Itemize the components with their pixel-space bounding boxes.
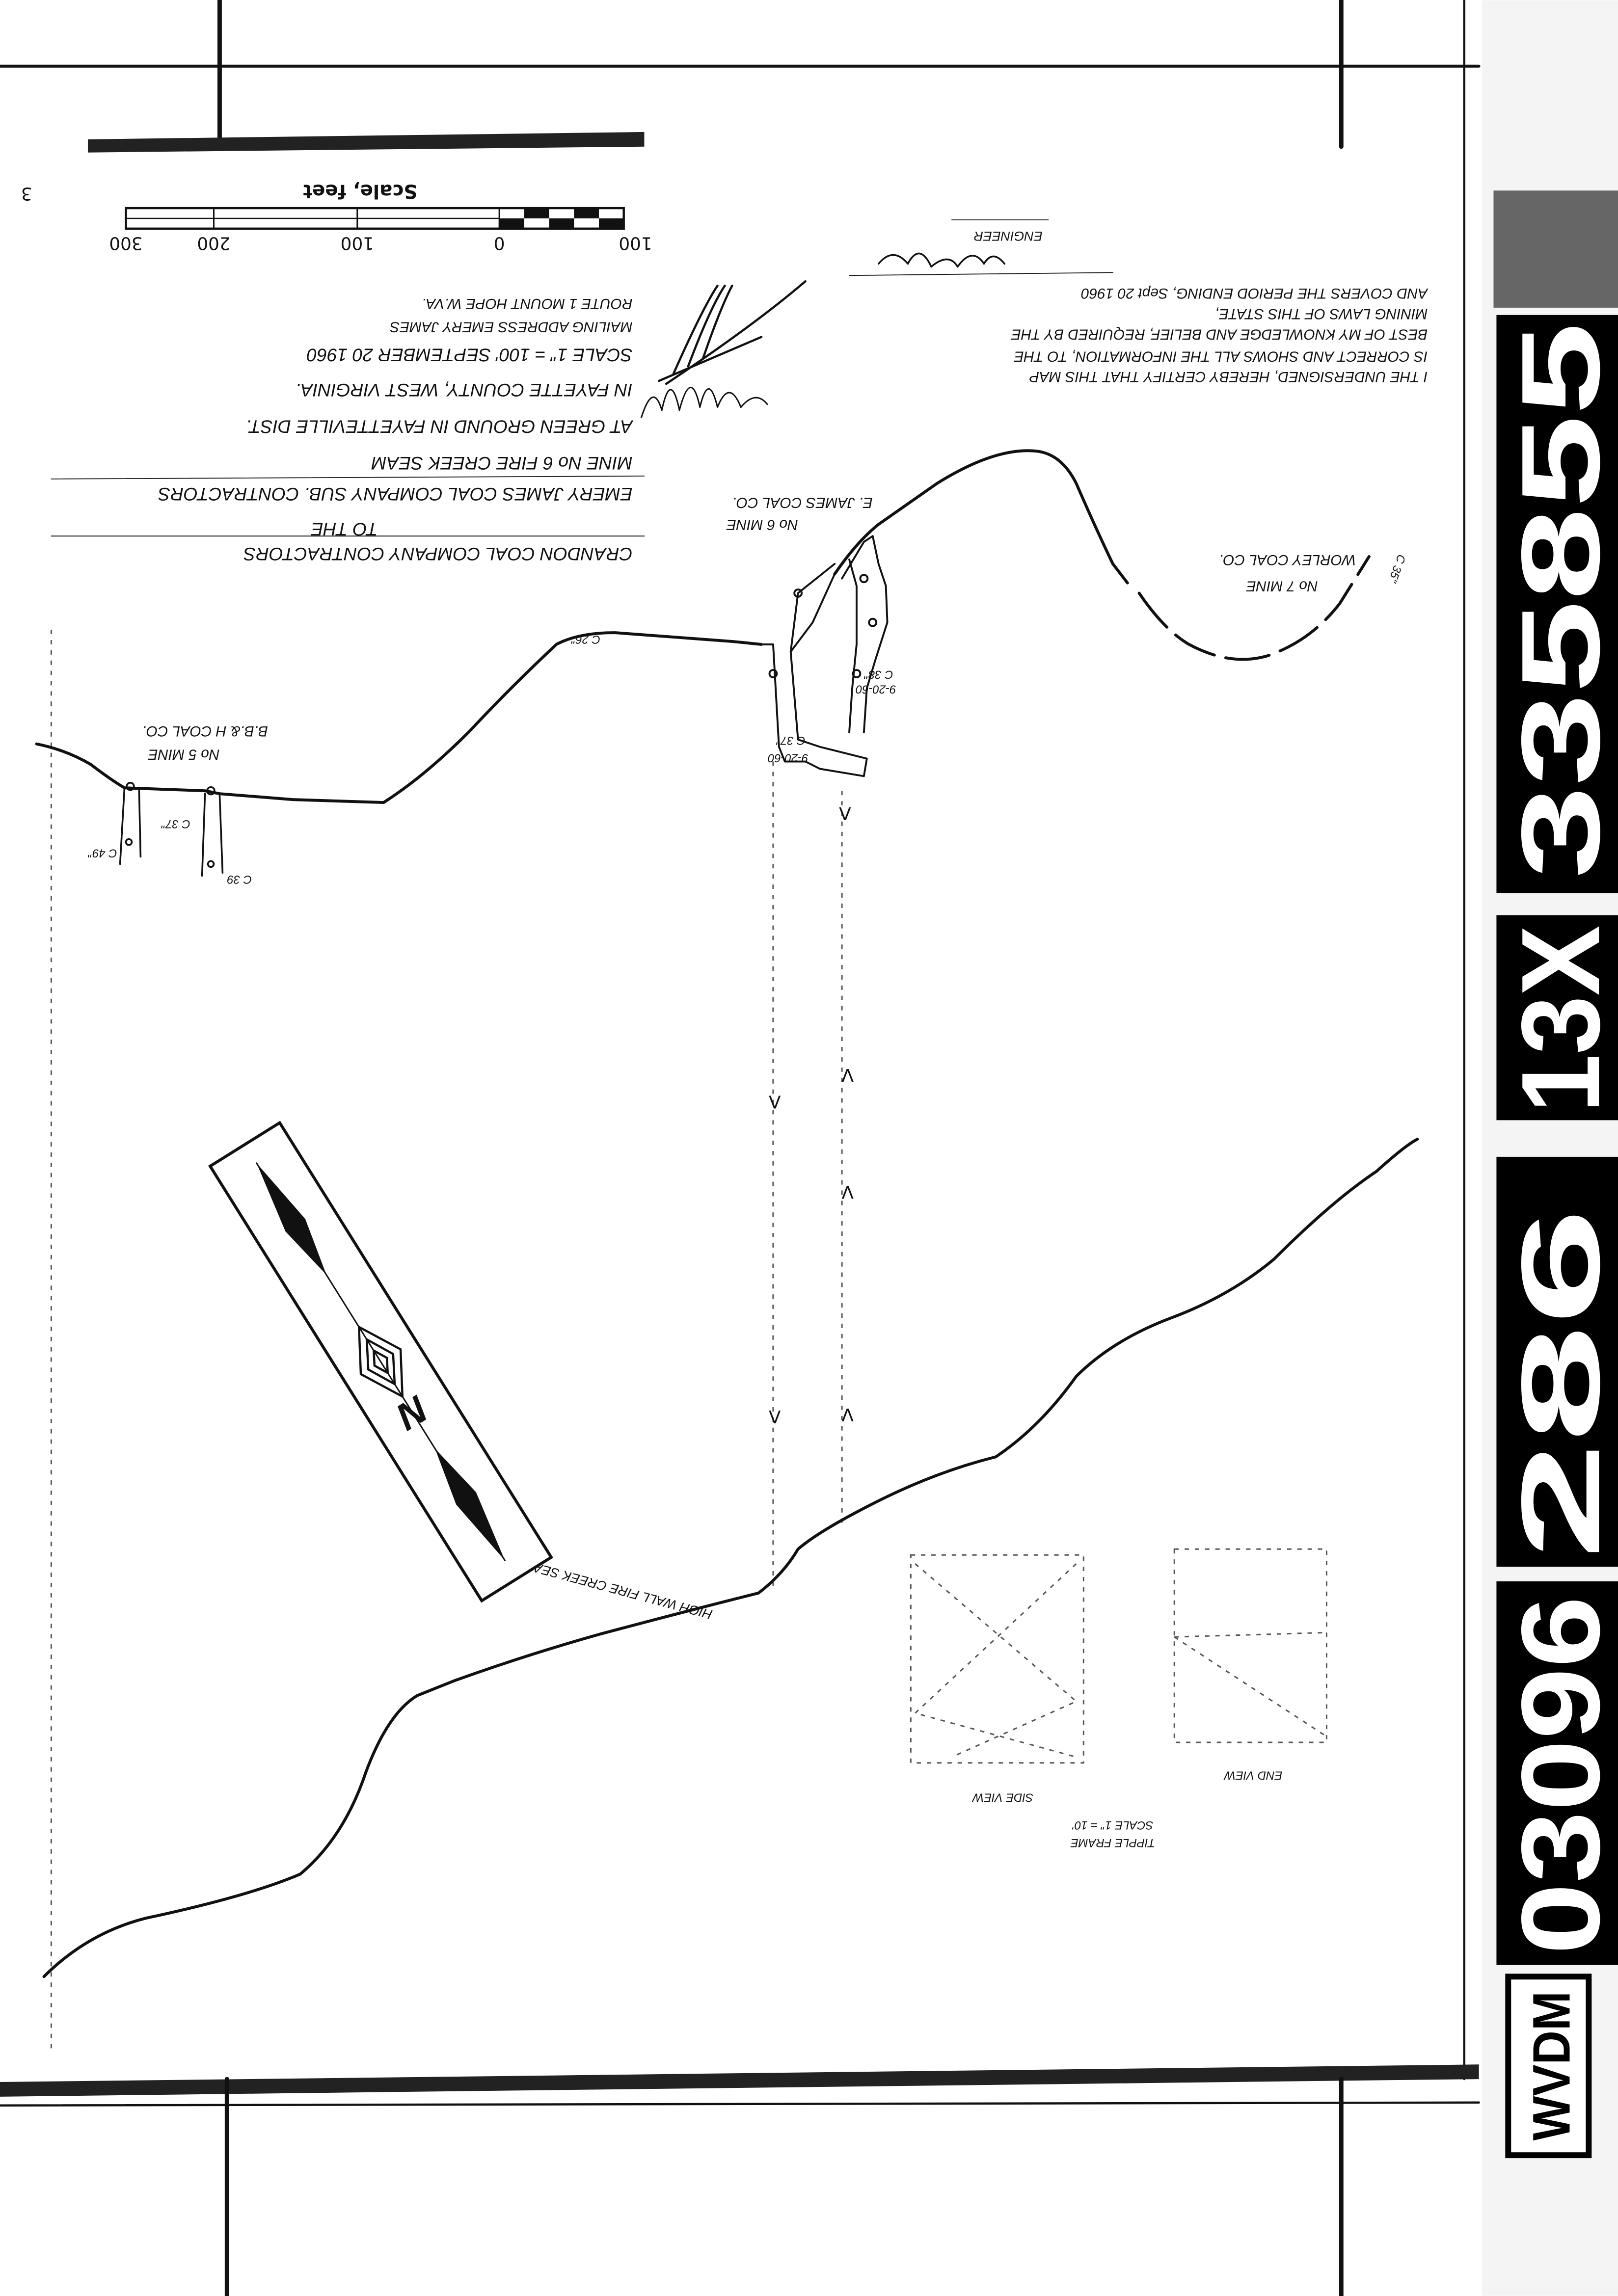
film-number: 286 (1499, 1208, 1618, 1559)
certificate-line: MINING LAWS OF THIS STATE, (1215, 306, 1428, 322)
survey-markers: V V V V V V (769, 804, 854, 1428)
scale-tick: 0 (494, 233, 505, 253)
mine5-company-label: B.B.& H COAL CO. (142, 723, 268, 739)
tipple-side-view: SIDE VIEW (971, 1790, 1033, 1804)
title-block: CRANDON COAL COMPANY CONTRACTORS TO THE … (51, 295, 645, 564)
witness-signature (640, 386, 768, 419)
no6-mine-workings (760, 535, 889, 777)
film-segment (1496, 1581, 1618, 1965)
marker-v: V (841, 1404, 854, 1424)
certificate-line: IS CORRECT AND SHOWS ALL THE INFORMATION… (1014, 348, 1428, 364)
tipple-scale: SCALE 1" = 10' (1072, 1818, 1153, 1832)
scale-tick: 200 (197, 233, 230, 253)
mine6-company-label: E. JAMES COAL CO. (732, 495, 873, 511)
film-strip: 03096 286 13X 335855 WVDM (1482, 0, 1618, 2296)
film-segment (1496, 915, 1618, 1121)
wvdm-stamp: WVDM (1522, 1991, 1581, 2140)
title-line: MINE No 6 FIRE CREEK SEAM (371, 453, 632, 474)
scale-tick: 300 (109, 233, 142, 253)
map-labels: No 5 MINE B.B.& H COAL CO. C 26" C 37" C… (87, 495, 1408, 886)
title-line: CRANDON COAL COMPANY CONTRACTORS (243, 544, 632, 564)
marker-v: V (839, 804, 851, 825)
film-segment (1496, 1156, 1618, 1567)
title-line: IN FAYETTE COUNTY, WEST VIRGINIA. (296, 380, 633, 400)
marker-v: V (841, 1182, 854, 1202)
outcrop-line-dashed (1137, 555, 1371, 661)
depth-label: C 26" (571, 633, 600, 646)
engineer-signature (877, 252, 1005, 268)
tipple-frame-sketch: TIPPLE FRAME SCALE 1" = 10' SIDE VIEW EN… (910, 1548, 1327, 1849)
title-line: ROUTE 1 MOUNT HOPE W.VA. (422, 295, 633, 312)
scale-tick: 100 (341, 233, 374, 253)
certificate: I THE UNDERSIGNED, HEREBY CERTIFY THAT T… (640, 219, 1429, 419)
mine7-label: No 7 MINE (1246, 578, 1318, 594)
scale-bar-title: Scale, feet (303, 180, 417, 202)
mine7-company-label: WORLEY COAL CO. (1219, 552, 1356, 568)
tipple-title: TIPPLE FRAME (1070, 1836, 1155, 1849)
depth-label: C 39 (227, 873, 252, 886)
certificate-line: I THE UNDERSIGNED, HEREBY CERTIFY THAT T… (1029, 369, 1428, 385)
signature-mark (658, 280, 807, 385)
survey-lines (772, 761, 843, 1589)
mine5-label: No 5 MINE (148, 747, 220, 763)
date-label: 9-20-60 (856, 682, 896, 695)
depth-label: C 38" (863, 668, 893, 681)
film-number: 03096 (1499, 1596, 1618, 1955)
scale-bar: Scale, feet 100 0 100 200 300 (109, 180, 652, 253)
title-line: AT GREEN GROUND IN FAYETTEVILLE DIST. (246, 417, 634, 437)
marker-v: V (841, 1065, 854, 1085)
certificate-role: ENGINEER (974, 229, 1043, 243)
tipple-end-view: END VIEW (1223, 1769, 1282, 1782)
page-number: 3 (21, 183, 32, 203)
mine6-label: No 6 MINE (726, 516, 798, 533)
depth-label: C 37" (776, 734, 805, 747)
certificate-line: BEST OF MY KNOWLEDGE AND BELIEF, REQUIRE… (1011, 326, 1428, 343)
outcrop-line (833, 449, 1129, 585)
certificate-line: AND COVERS THE PERIOD ENDING, Sept 20 19… (1081, 285, 1429, 301)
scale-bar-checker (499, 208, 624, 229)
film-number: 335855 (1499, 322, 1618, 879)
depth-label: C 49" (87, 847, 117, 860)
film-number: 13X (1499, 926, 1618, 1113)
title-line: MAILING ADDRESS EMERY JAMES (390, 319, 632, 335)
date-label: 9-20-60 (768, 751, 809, 765)
scan-shadow (87, 132, 645, 153)
title-line: TO THE (310, 519, 378, 539)
title-line: EMERY JAMES COAL COMPANY SUB. CONTRACTOR… (158, 484, 632, 505)
compass-diamond-icon (357, 1325, 404, 1399)
outcrop-line (35, 631, 763, 804)
sheet-frame (0, 0, 1481, 2296)
title-line: SCALE 1" = 100' SEPTEMBER 20 1960 (307, 345, 633, 365)
scale-tick: 100 (619, 233, 652, 253)
depth-label: C 37" (161, 817, 190, 830)
north-arrow: N (208, 1121, 554, 1603)
highwall-line (42, 1138, 1419, 1978)
marker-v: V (769, 1408, 781, 1428)
wvdm-stamp-box (1505, 1974, 1592, 2159)
film-segment (1496, 315, 1618, 893)
marker-v: V (769, 1093, 781, 1113)
no5-mine-workings (119, 782, 224, 877)
